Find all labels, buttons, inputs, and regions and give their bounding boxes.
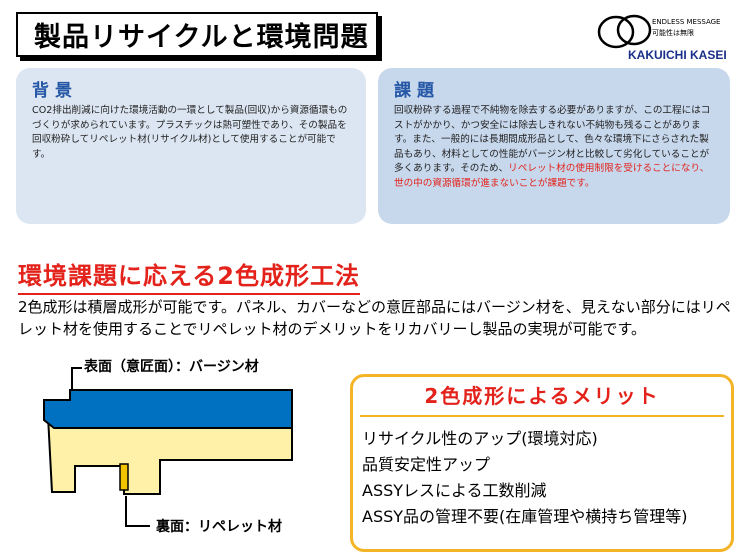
background-heading: 背景 — [32, 81, 78, 101]
merit-list: リサイクル性のアップ(環境対応) 品質安定性アップ ASSYレスによる工数削減 … — [362, 426, 688, 530]
merit-item: ASSYレスによる工数削減 — [362, 481, 547, 500]
two-color-molding-diagram — [43, 367, 293, 527]
logo-company-name: KAKUICHI KASEI — [628, 48, 727, 62]
page-title-box: 製品リサイクルと環境問題 — [16, 12, 378, 57]
virgin-layer — [43, 389, 293, 429]
issue-panel: 課題 回収粉砕する過程で不純物を除去する必要がありますが、この工程にはコストがか… — [378, 68, 730, 224]
issue-body-highlight: リペレット材の使用制限を受けることになり、世の中の資源循環が進まないことが課題で… — [394, 163, 710, 189]
issue-body: 回収粉砕する過程で不純物を除去する必要がありますが、この工程にはコストがかかり、… — [394, 104, 716, 192]
repellet-layer — [46, 415, 293, 495]
logo-rings-icon — [597, 14, 652, 49]
merit-item: 品質安定性アップ — [362, 455, 491, 474]
issue-heading: 課題 — [394, 81, 440, 101]
company-logo: ENDLESS MESSAGE 可能性は無限 KAKUICHI KASEI — [592, 8, 737, 64]
background-panel: 背景 CO2排出削減に向けた環境活動の一環として製品(回収)から資源循環ものづく… — [16, 68, 366, 224]
page-title: 製品リサイクルと環境問題 — [34, 22, 369, 53]
merit-item: リサイクル性のアップ(環境対応) — [362, 429, 598, 448]
merit-title: 2色成形によるメリット — [360, 380, 724, 417]
merit-box — [350, 374, 734, 552]
logo-tagline-jp: 可能性は無限 — [652, 29, 694, 37]
back-surface-label: 裏面：リペレット材 — [156, 519, 282, 535]
logo-tagline-en: ENDLESS MESSAGE — [652, 18, 721, 26]
merit-item: ASSY品の管理不要(在庫管理や横持ち管理等) — [362, 507, 688, 526]
background-body: CO2排出削減に向けた環境活動の一環として製品(回収)から資源循環ものづくりが求… — [32, 105, 348, 160]
back-label-leader — [125, 496, 150, 527]
repellet-accent — [119, 463, 129, 491]
front-surface-label: 表面（意匠面）：バージン材 — [84, 359, 259, 375]
method-description: 2色成形は積層成形が可能です。パネル、カバーなどの意匠部品にはバージン材を、見え… — [18, 298, 731, 338]
issue-body-text: 回収粉砕する過程で不純物を除去する必要がありますが、この工程にはコストがかかり、… — [394, 105, 711, 175]
method-title: 環境課題に応える2色成形工法 — [18, 256, 360, 295]
